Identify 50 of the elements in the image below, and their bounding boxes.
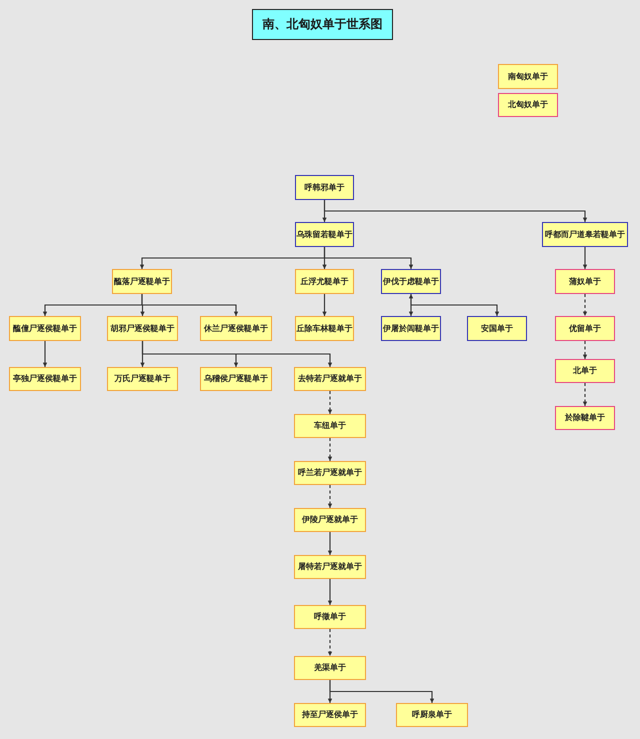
connector-arrow (141, 294, 238, 316)
tree-node: 伊屠於闾鞮单于 (381, 316, 441, 341)
tree-node: 呼兰若尸逐就单于 (294, 461, 366, 485)
connector-arrow (329, 680, 434, 703)
tree-node: 优留单于 (555, 316, 615, 341)
tree-node: 丘浮尤鞮单于 (295, 269, 354, 294)
legend-label: 北匈奴单于 (508, 101, 548, 109)
tree-node: 休兰尸逐侯鞮单于 (200, 316, 272, 341)
tree-node: 胡邪尸逐侯鞮单于 (107, 316, 178, 341)
tree-node: 丘除车林鞮单于 (295, 316, 354, 341)
tree-node: 呼厨泉单于 (396, 703, 468, 727)
connector-arrow (328, 485, 332, 508)
tree-node: 屠特若尸逐就单于 (294, 555, 366, 579)
tree-node: 呼都而尸道皋若鞮单于 (542, 222, 628, 247)
legend-label: 南匈奴单于 (508, 72, 548, 80)
connector-arrow (582, 383, 588, 406)
connector-arrow (328, 579, 332, 605)
tree-node: 醢落尸逐鞮单于 (112, 269, 172, 294)
tree-node: 去特若尸逐就单于 (294, 367, 366, 391)
connector-arrow (582, 294, 588, 316)
connector-arrow (322, 294, 327, 316)
tree-node: 於除鞬单于 (555, 406, 615, 430)
connector-arrow (324, 247, 414, 269)
connector-arrow (582, 247, 588, 269)
connector-arrow (410, 294, 500, 316)
connector-arrow (328, 532, 332, 555)
tree-node: 伊陵尸逐就单于 (294, 508, 366, 532)
tree-node: 呼徵单于 (294, 605, 366, 629)
tree-node: 伊伐于虑鞮单于 (381, 269, 441, 294)
connector-arrow (582, 341, 588, 359)
tree-node: 乌珠留若鞮单于 (295, 222, 354, 247)
tree-node: 呼韩邪单于 (295, 175, 354, 200)
tree-node: 持至尸逐侯单于 (294, 703, 366, 727)
connector-arrow (408, 294, 414, 316)
connector-arrow (142, 341, 332, 367)
connector-arrow (328, 629, 332, 656)
tree-node: 乌稽侯尸逐鞮单于 (200, 367, 272, 391)
connector-arrow (328, 438, 332, 461)
tree-node: 车纽单于 (294, 414, 366, 438)
connector-arrow (328, 391, 332, 414)
tree-node: 万氏尸逐鞮单于 (107, 367, 178, 391)
tree-node: 蒲奴单于 (555, 269, 615, 294)
tree-node: 羌渠单于 (294, 656, 366, 680)
connector-arrow (42, 341, 48, 367)
tree-node: 北单于 (555, 359, 615, 383)
diagram-title: 南、北匈奴单于世系图 (252, 9, 393, 40)
tree-node: 安国单于 (467, 316, 527, 341)
tree-node: 醢僮尸逐侯鞮单于 (9, 316, 81, 341)
connector-arrow (324, 200, 588, 222)
tree-node: 亭独尸逐侯鞮单于 (9, 367, 81, 391)
